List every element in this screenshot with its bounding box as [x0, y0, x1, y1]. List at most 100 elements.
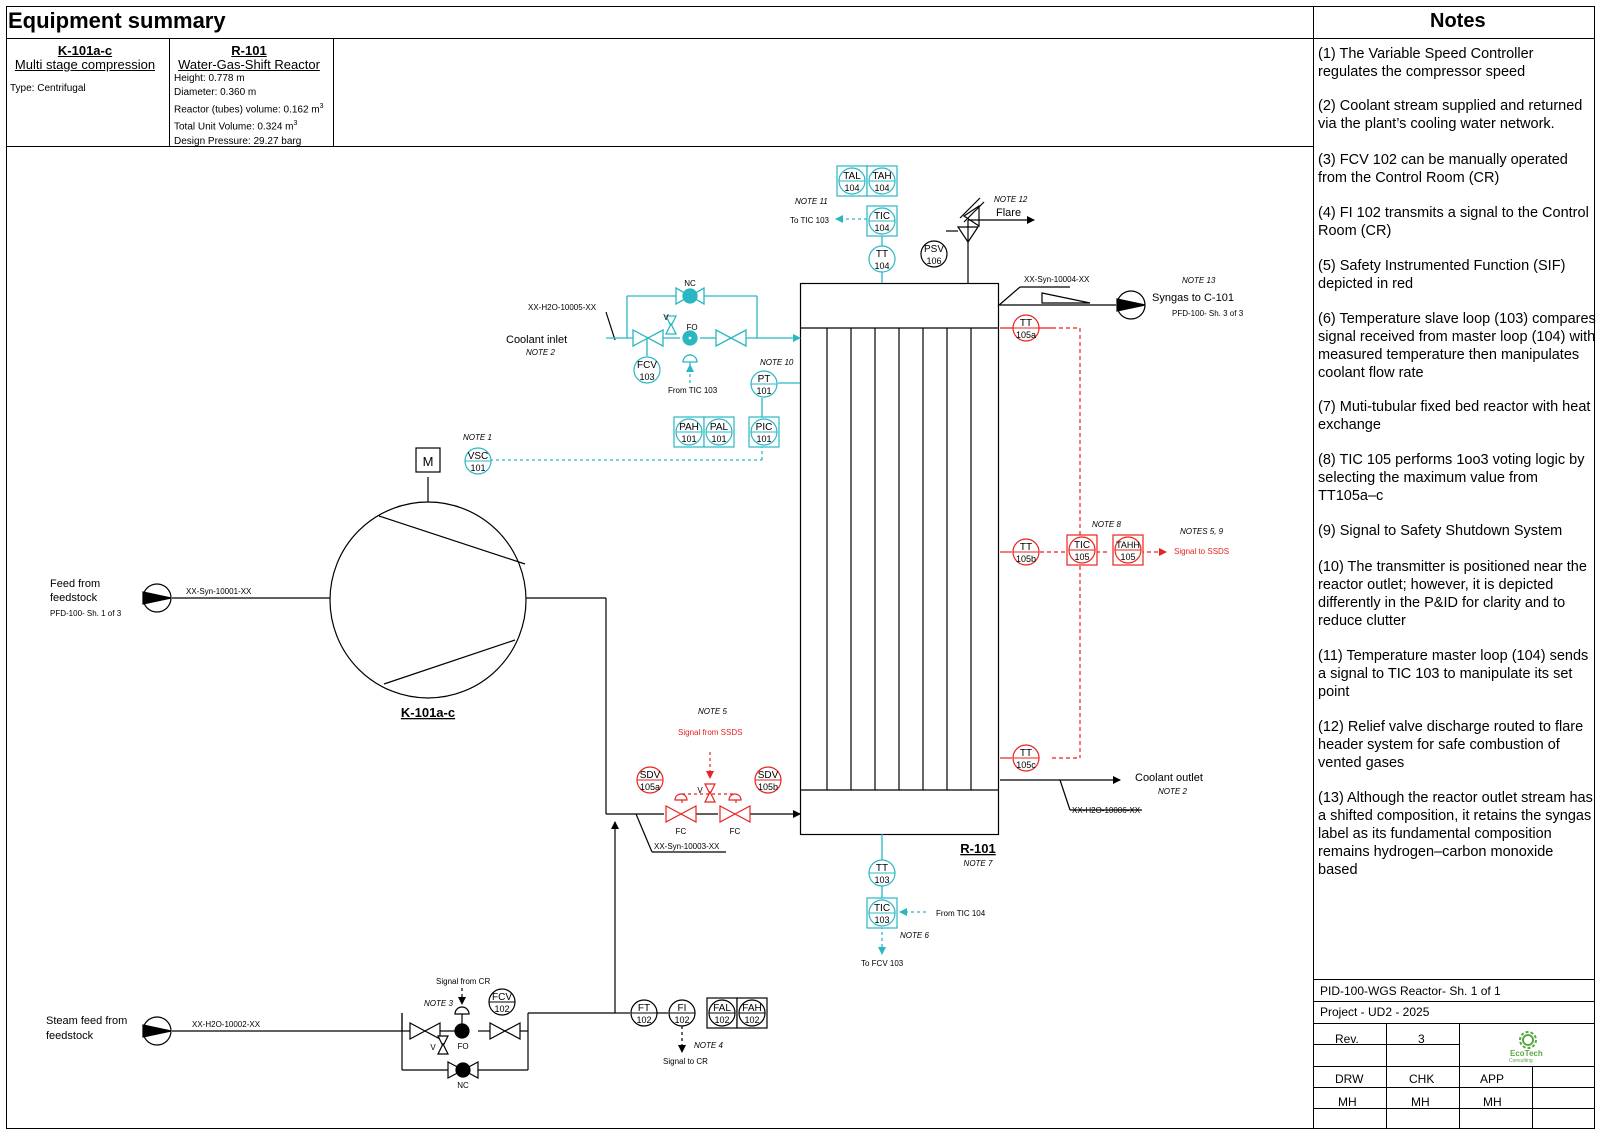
instrument-letters: TIC [874, 211, 890, 222]
instrument-letters: PSV [924, 244, 944, 255]
signal-from-ssds-label: Signal from SSDS [678, 728, 742, 737]
feed-label: Feed from [50, 578, 100, 590]
process-lines [172, 197, 1142, 1071]
equipment-name: Water-Gas-Shift Reactor [178, 57, 320, 72]
instrument-number: 105b [758, 782, 778, 792]
to-fcv103-label: To FCV 103 [861, 959, 904, 968]
note-2: (2) Coolant stream supplied and returned… [1318, 98, 1583, 132]
equipment-detail: Diameter: 0.360 m [174, 87, 257, 98]
equipment-tag: K-101a-c [57, 43, 113, 58]
reactor-r101 [799, 282, 1000, 836]
instrument-letters: PAH [679, 422, 699, 433]
instrument-number: 102 [636, 1015, 651, 1025]
rev-value: 3 [1418, 1032, 1425, 1046]
note-10-tag: NOTE 10 [760, 358, 794, 367]
instrument-number: 105 [1074, 552, 1089, 562]
note-1-tag: NOTE 1 [463, 433, 492, 442]
reactor-label: R-101 [960, 841, 995, 856]
coolant-outlet-line-tag: XX-H2O-10006-XX [1072, 806, 1141, 815]
notes-5-9-tag: NOTES 5, 9 [1180, 527, 1224, 536]
note-8-tag: NOTE 8 [1092, 520, 1121, 529]
equipment-k101: K-101a-c Multi stage compression Type: C… [10, 44, 160, 96]
syngas-ref: PFD-100- Sh. 3 of 3 [1172, 309, 1244, 318]
instrument-letters: TAHH [1116, 540, 1140, 550]
note-6-tag: NOTE 6 [900, 931, 929, 940]
instrument-letters: TT [1020, 542, 1032, 553]
steam-line-tag: XX-H2O-10002-XX [192, 1020, 261, 1029]
nc-label: NC [457, 1081, 469, 1090]
instrument-letters: FAL [713, 1003, 731, 1014]
instrument-number: 101 [681, 434, 696, 444]
signal-to-ssds-label: Signal to SSDS [1174, 547, 1229, 556]
flare-note: NOTE 12 [994, 195, 1028, 204]
note-6: (6) Temperature slave loop (103) compare… [1318, 311, 1596, 381]
coolant-valves [632, 286, 747, 363]
role-chk: CHK [1409, 1072, 1435, 1086]
coolant-outlet-note: NOTE 2 [1158, 787, 1187, 796]
note-4-tag: NOTE 4 [694, 1041, 723, 1050]
instrument-number: 105b [1016, 554, 1036, 564]
reactor-inlet-line-tag: XX-Syn-10003-XX [654, 842, 720, 851]
sheet-frame [6, 6, 1595, 1129]
instrument-letters: FCV [492, 992, 512, 1003]
note-11-tag: NOTE 11 [795, 197, 828, 206]
logo-subtext: Consulting [1509, 1058, 1533, 1064]
initials-drw: MH [1338, 1095, 1357, 1109]
steam-label: feedstock [46, 1030, 94, 1042]
instrument-number: 102 [494, 1004, 509, 1014]
fc-label: FC [730, 827, 741, 836]
note-1: (1) The Variable Speed Controller regula… [1318, 46, 1534, 80]
note-8: (8) TIC 105 performs 1oo3 voting logic b… [1318, 452, 1585, 504]
steam-valves [409, 1006, 521, 1079]
instrument-number: 104 [874, 183, 889, 193]
instrument-tt105a: TT105a [1012, 314, 1040, 342]
instrument-letters: SDV [640, 770, 661, 781]
fo-label: FO [457, 1042, 468, 1051]
note-5: (5) Safety Instrumented Function (SIF) d… [1318, 258, 1566, 292]
notes-title: Notes [1430, 10, 1486, 32]
instrument-number: 102 [674, 1015, 689, 1025]
nc-label: NC [684, 279, 696, 288]
sif-lines-red [681, 327, 1167, 806]
instrument-number: 102 [744, 1015, 759, 1025]
instrument-number: 106 [926, 256, 941, 266]
coolant-outlet-label: Coolant outlet [1135, 772, 1203, 784]
steam-label: Steam feed from [46, 1015, 127, 1027]
note-13: (13) Although the reactor outlet stream … [1318, 790, 1593, 878]
control-lines-cyan [478, 215, 926, 955]
instrument-letters: PAL [710, 422, 729, 433]
from-tic103-label: From TIC 103 [668, 386, 718, 395]
to-tic103-label: To TIC 103 [790, 216, 830, 225]
equipment-r101: R-101 Water-Gas-Shift Reactor Height: 0.… [174, 44, 324, 149]
instrument-letters: TIC [1074, 540, 1090, 551]
coolant-inlet-note: NOTE 2 [526, 348, 555, 357]
note-3: (3) FCV 102 can be manually operated fro… [1318, 152, 1568, 186]
flow-arrow-symbols [142, 290, 1146, 1046]
v-label: V [663, 313, 669, 322]
role-drw: DRW [1335, 1072, 1364, 1086]
instrument-letters: TAH [872, 171, 891, 182]
instrument-letters: PIC [756, 422, 773, 433]
instrument-letters: FAH [742, 1003, 761, 1014]
instrument-number: 103 [874, 915, 889, 925]
equipment-detail: Height: 0.778 m [174, 73, 245, 84]
ecotech-logo [1519, 1031, 1537, 1049]
instrument-letters: TT [1020, 748, 1032, 759]
equipment-detail: Total Unit Volume: 0.324 m3 [174, 120, 298, 133]
instrument-number: 101 [756, 386, 771, 396]
compressor-label: K-101a-c [401, 705, 455, 720]
